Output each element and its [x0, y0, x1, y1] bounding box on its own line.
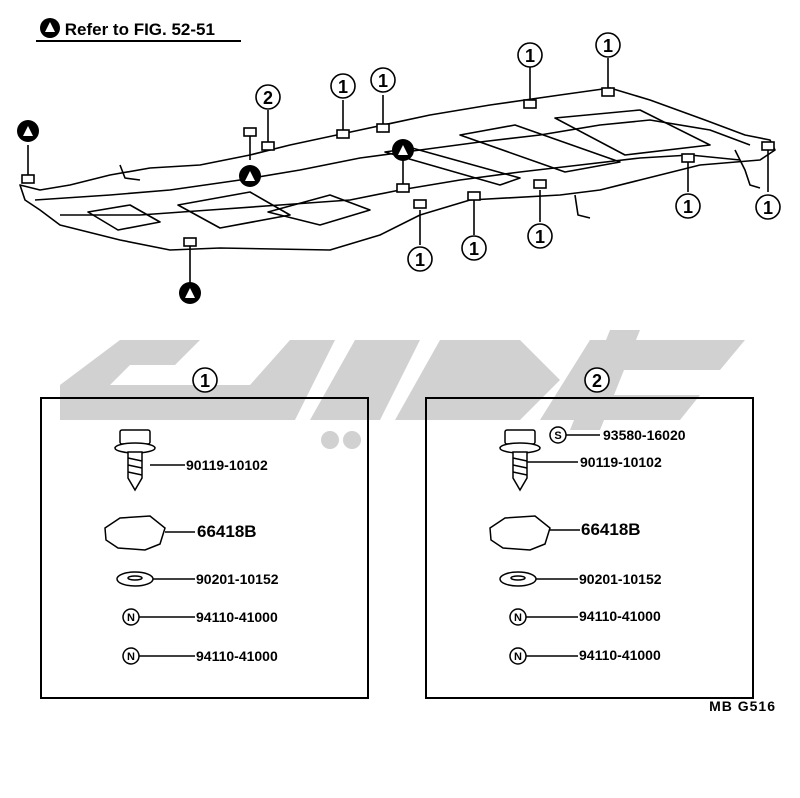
n-marker: N: [514, 651, 522, 663]
triangle-callouts: [17, 120, 414, 304]
callout-2: 2: [263, 88, 273, 108]
part-number: 94110-41000: [579, 647, 661, 663]
part-number: 94110-41000: [196, 648, 278, 664]
callout-1: 1: [683, 197, 693, 217]
part-number: 90201-10152: [579, 571, 662, 587]
part-number: 90119-10102: [186, 457, 268, 473]
part-number: 66418B: [197, 522, 257, 541]
part-number: 66418B: [581, 520, 641, 539]
callout-1: 1: [763, 198, 773, 218]
parts-box-2: [425, 397, 754, 699]
bolt-markers: [21, 87, 775, 247]
callout-1: 1: [378, 71, 388, 91]
triangle-icon: [40, 18, 60, 38]
part-number: 90119-10102: [580, 454, 662, 470]
callout-1: 1: [603, 36, 613, 56]
callout-1: 1: [535, 227, 545, 247]
n-marker: N: [127, 651, 135, 663]
box1-title: 1: [200, 371, 210, 391]
box2-title: 2: [592, 371, 602, 391]
figure-code: MB G516: [709, 698, 776, 714]
n-marker: N: [127, 612, 135, 624]
reference-text: Refer to FIG. 52-51: [64, 20, 215, 39]
parts-box-1: [40, 397, 369, 699]
callout-1: 1: [469, 239, 479, 259]
part-number: 94110-41000: [579, 608, 661, 624]
reference-note: Refer to FIG. 52-51: [40, 18, 215, 40]
part-number: 90201-10152: [196, 571, 279, 587]
callout-1: 1: [338, 77, 348, 97]
callout-1: 1: [525, 46, 535, 66]
part-number: 93580-16020: [603, 427, 686, 443]
part-number: 94110-41000: [196, 609, 278, 625]
s-marker: S: [554, 430, 561, 442]
callout-1: 1: [415, 250, 425, 270]
reference-underline: [36, 40, 241, 42]
n-marker: N: [514, 612, 522, 624]
